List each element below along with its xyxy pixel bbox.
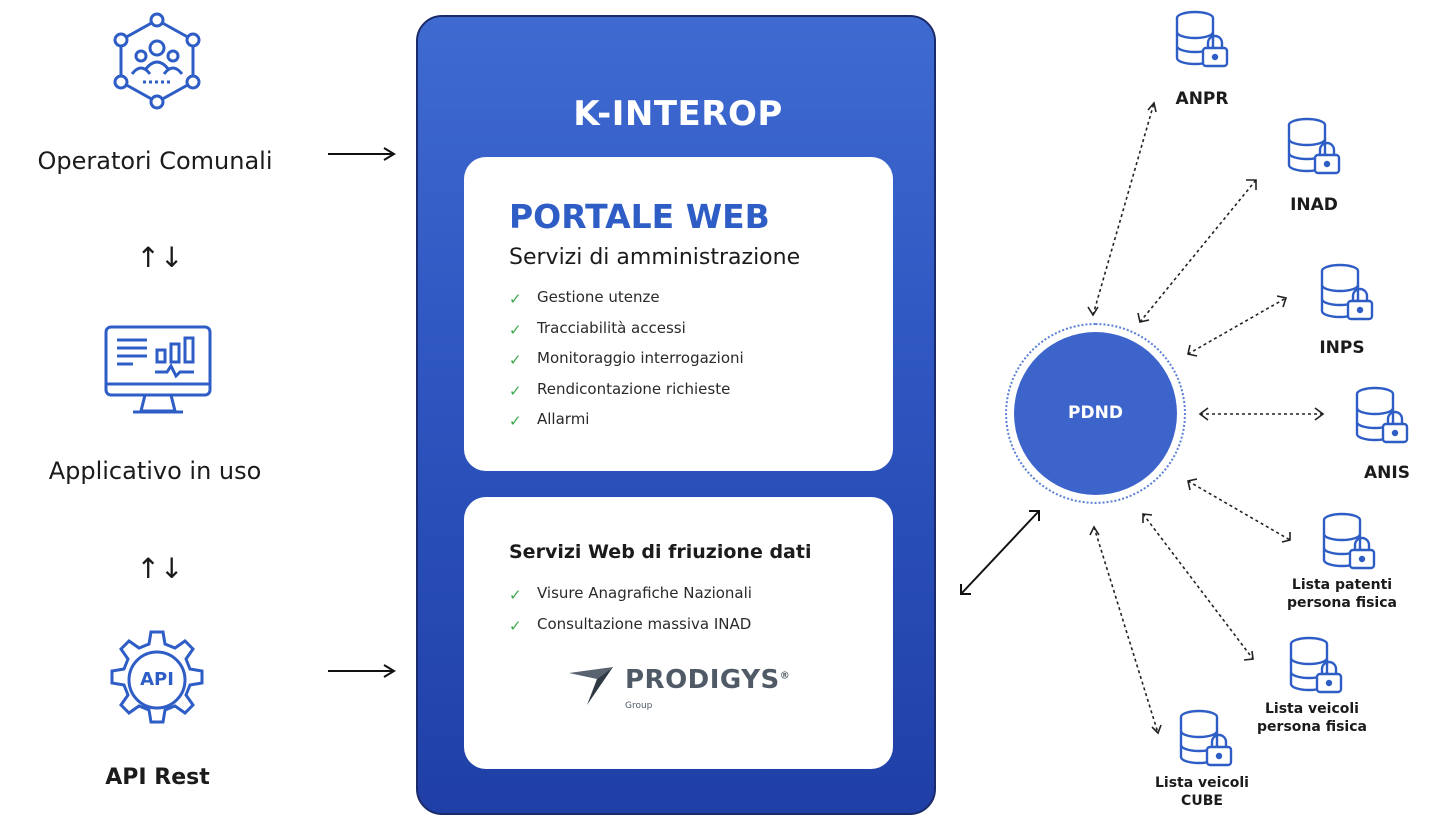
service-label-inps: INPS [1319,338,1365,358]
check-icon: ✓ [509,290,522,308]
check-icon: ✓ [509,320,522,339]
list-item: ✓ Monitoraggio interrogazioni [509,348,744,379]
monitor-dashboard-icon [104,325,212,414]
check-icon: ✓ [509,586,522,604]
veicoli-cube-line-1: Lista veicoli [1154,775,1249,791]
patenti-line-1: Lista patenti [1291,577,1393,593]
k-interop-panel: K-INTEROP PORTALE WEB Servizi di amminis… [416,15,936,815]
up-down-arrows-1: ↑↓ [136,241,184,274]
veicoli-pf-line-2: persona fisica [1257,719,1367,735]
servizi-web-card: Servizi Web di friuzione dati ✓ Visure An… [464,497,893,769]
service-label-veicoli-pf: Lista veicoli persona fisica [1247,700,1377,736]
portale-web-title: PORTALE WEB [509,197,770,236]
operatori-comunali-label: Operatori Comunali [37,147,273,175]
servizi-feature-list: ✓ Visure Anagrafiche Nazionali ✓ Consultaz… [509,583,752,644]
prodigys-mark-icon [569,667,613,705]
list-item: ✓ Rendicontazione richieste [509,379,744,410]
api-rest-label: API Rest [105,765,210,790]
check-icon: ✓ [509,381,522,400]
k-interop-title: K-INTEROP [573,94,783,134]
database-lock-icon-patenti [1322,512,1376,570]
database-lock-icon-anis [1355,386,1409,444]
people-network-icon [113,12,201,110]
applicativo-label: Applicativo in uso [48,457,262,485]
portale-web-card: PORTALE WEB Servizi di amministrazione ✓… [464,157,893,471]
service-label-anpr: ANPR [1175,89,1229,109]
list-item-label: Monitoraggio interrogazioni [537,349,744,367]
list-item: ✓ Tracciabilità accessi [509,318,744,349]
database-lock-icon-veicoli-pf [1289,636,1343,694]
list-item-label: Rendicontazione richieste [537,379,731,398]
veicoli-pf-line-1: Lista veicoli [1264,701,1359,717]
database-lock-icon-inad [1287,117,1341,175]
list-item-label: Tracciabilità accessi [537,318,686,337]
list-item-label: Consultazione massiva INAD [537,614,752,633]
portale-feature-list: ✓Gestione utenze ✓Tracciabilità accessi … [509,287,744,440]
prodigys-logo: PRODIGYS® Group [567,659,827,719]
database-lock-icon-veicoli-cube [1179,709,1233,767]
double-arrow-panel-pdnd [960,510,1040,595]
list-item: ✓ Visure Anagrafiche Nazionali [509,583,752,614]
portale-web-subtitle: Servizi di amministrazione [509,245,801,270]
database-lock-icon-anpr [1175,10,1229,68]
arrow-api-to-panel [328,664,396,678]
patenti-line-2: persona fisica [1287,595,1397,611]
service-label-anis: ANIS [1364,463,1410,483]
list-item-label: Visure Anagrafiche Nazionali [537,584,752,602]
pdnd-ring [1005,323,1186,504]
list-item-label: Allarmi [537,410,590,428]
api-gear-icon [110,630,204,724]
check-icon: ✓ [509,351,522,369]
list-item: ✓ Consultazione massiva INAD [509,614,752,645]
up-down-arrows-2: ↑↓ [136,552,184,585]
check-icon: ✓ [509,412,522,430]
database-lock-icon-inps [1320,263,1374,321]
list-item-label: Gestione utenze [537,288,660,306]
api-icon-text: API [140,669,174,690]
service-label-patenti: Lista patenti persona fisica [1282,576,1402,612]
prodigys-group: Group [625,701,653,711]
service-label-veicoli-cube: Lista veicoli CUBE [1142,774,1262,810]
prodigys-name: PRODIGYS® [625,665,791,695]
pdnd-node: PDND [1014,332,1177,495]
list-item: ✓ Allarmi [509,409,744,440]
service-label-inad: INAD [1290,195,1338,215]
list-item: ✓ Gestione utenze [509,287,744,318]
arrow-operatori-to-panel [328,147,396,161]
veicoli-cube-line-2: CUBE [1181,793,1223,809]
servizi-web-title: Servizi Web di friuzione dati [509,541,812,563]
check-icon: ✓ [509,616,522,635]
